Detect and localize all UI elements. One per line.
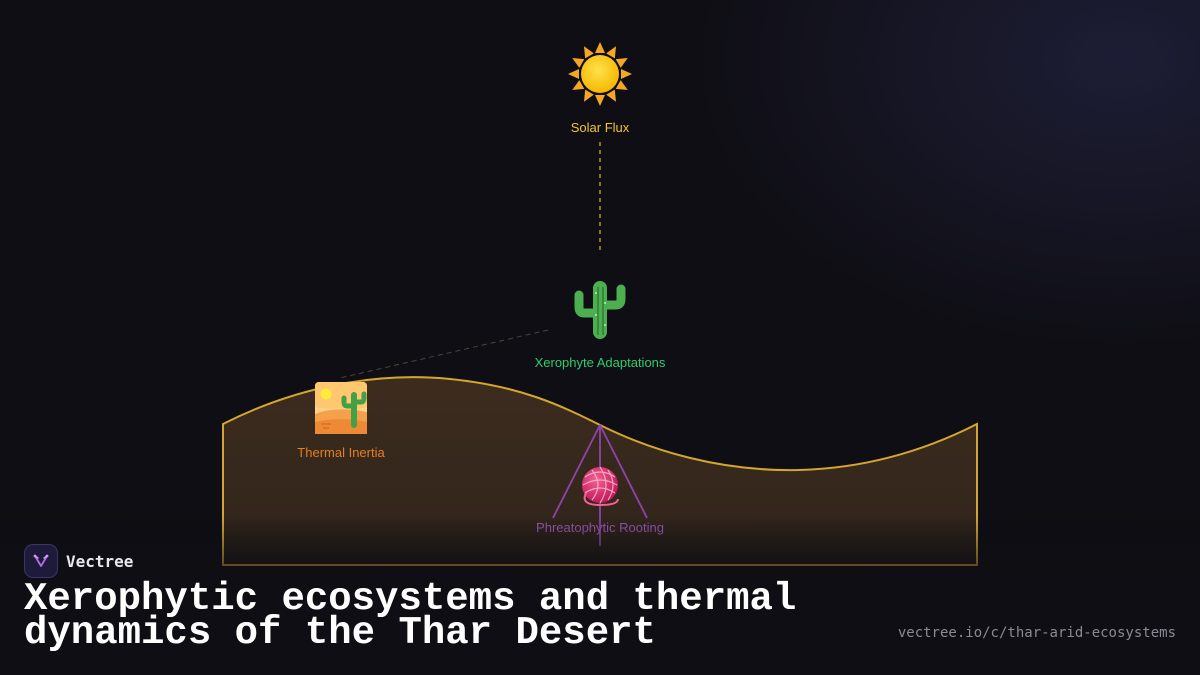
page-title: Xerophytic ecosystems and thermal dynami… xyxy=(24,577,797,655)
sun-icon xyxy=(568,42,632,106)
connector-xerophyte-thermal xyxy=(339,329,549,379)
vectree-logo-icon xyxy=(24,544,58,578)
brand[interactable]: Vectree xyxy=(24,544,133,578)
desert-icon xyxy=(315,382,367,434)
node-label-xerophyte-adaptations: Xerophyte Adaptations xyxy=(534,355,666,370)
node-label-solar-flux: Solar Flux xyxy=(570,120,630,135)
cactus-icon xyxy=(574,281,626,339)
node-label-thermal-inertia: Thermal Inertia xyxy=(297,445,385,460)
yarn-ball-icon xyxy=(582,466,619,507)
node-label-phreatophytic-rooting: Phreatophytic Rooting xyxy=(536,520,664,535)
brand-name: Vectree xyxy=(66,551,134,571)
page-url[interactable]: vectree.io/c/thar-arid-ecosystems xyxy=(897,625,1176,641)
